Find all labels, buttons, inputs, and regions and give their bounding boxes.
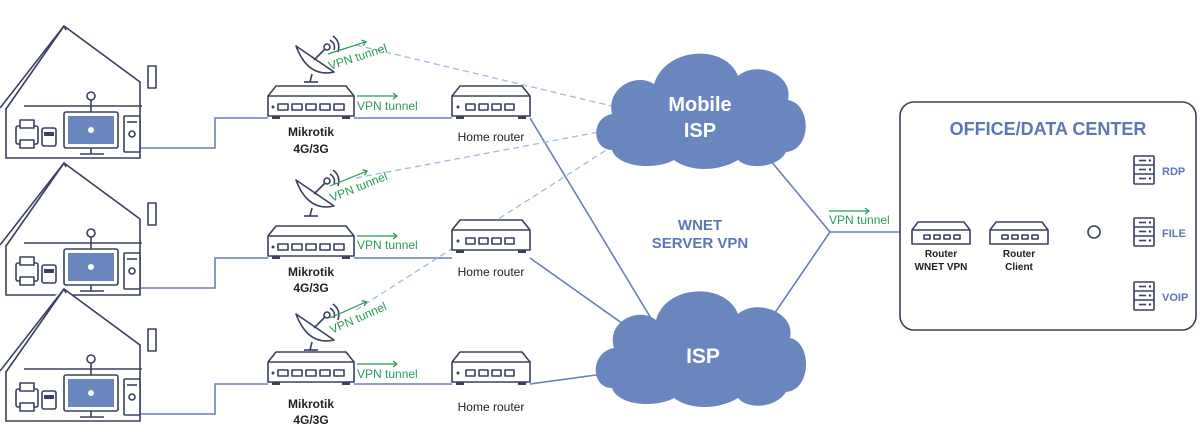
- center-title-line2: SERVER VPN: [652, 235, 748, 252]
- router-wnet-label: Router: [925, 249, 957, 260]
- mikrotik-label: Mikrotik: [288, 397, 334, 411]
- server-label-file: FILE: [1162, 228, 1186, 240]
- mikrotik-router: [267, 351, 355, 386]
- home-router: [451, 219, 531, 254]
- server-label-voip: VOIP: [1162, 292, 1188, 304]
- router-wnet-sublabel: WNET VPN: [915, 262, 968, 273]
- house-2: [0, 162, 157, 296]
- mikrotik-label: Mikrotik: [288, 125, 334, 139]
- home-router-label: Home router: [458, 130, 525, 144]
- center-title-line1: WNET: [678, 217, 722, 234]
- mikrotik-router: [267, 225, 355, 260]
- switch-hub-icon: [1087, 225, 1101, 239]
- vpn-tunnel-label: VPN tunnel: [357, 367, 418, 381]
- mikrotik-sublabel: 4G/3G: [293, 281, 328, 295]
- office-data-center: OFFICE/DATA CENTER Router WNET VPN Route…: [899, 101, 1197, 331]
- router-client: [989, 221, 1049, 245]
- vpn-tunnel-label: VPN tunnel: [357, 238, 418, 252]
- mikrotik-sublabel: 4G/3G: [293, 142, 328, 156]
- server-icon: [1133, 281, 1155, 311]
- router-client-label: Router: [1003, 249, 1035, 260]
- isp-label: ISP: [686, 345, 720, 368]
- home-router-label: Home router: [458, 265, 525, 279]
- mikrotik-sublabel: 4G/3G: [293, 413, 328, 427]
- server-label-rdp: RDP: [1162, 166, 1185, 178]
- house-1: [0, 25, 157, 159]
- router-wnet-vpn: [911, 221, 971, 245]
- office-vpn-tunnel-label: VPN tunnel: [829, 213, 890, 227]
- isp-cloud: ISP: [595, 291, 807, 407]
- server-icon: [1133, 155, 1155, 185]
- mobile-isp-sublabel: ISP: [684, 120, 716, 142]
- router-client-sublabel: Client: [1005, 262, 1033, 273]
- mikrotik-label: Mikrotik: [288, 265, 334, 279]
- mikrotik-router: [267, 85, 355, 120]
- mobile-isp-cloud: Mobile ISP: [596, 53, 806, 169]
- office-title: OFFICE/DATA CENTER: [950, 119, 1147, 139]
- house-3: [0, 288, 157, 422]
- vpn-tunnel-label: VPN tunnel: [357, 99, 418, 113]
- home-router: [451, 85, 531, 120]
- server-icon: [1133, 217, 1155, 247]
- home-router: [451, 351, 531, 386]
- mobile-isp-label: Mobile: [668, 94, 731, 116]
- home-router-label: Home router: [458, 400, 525, 414]
